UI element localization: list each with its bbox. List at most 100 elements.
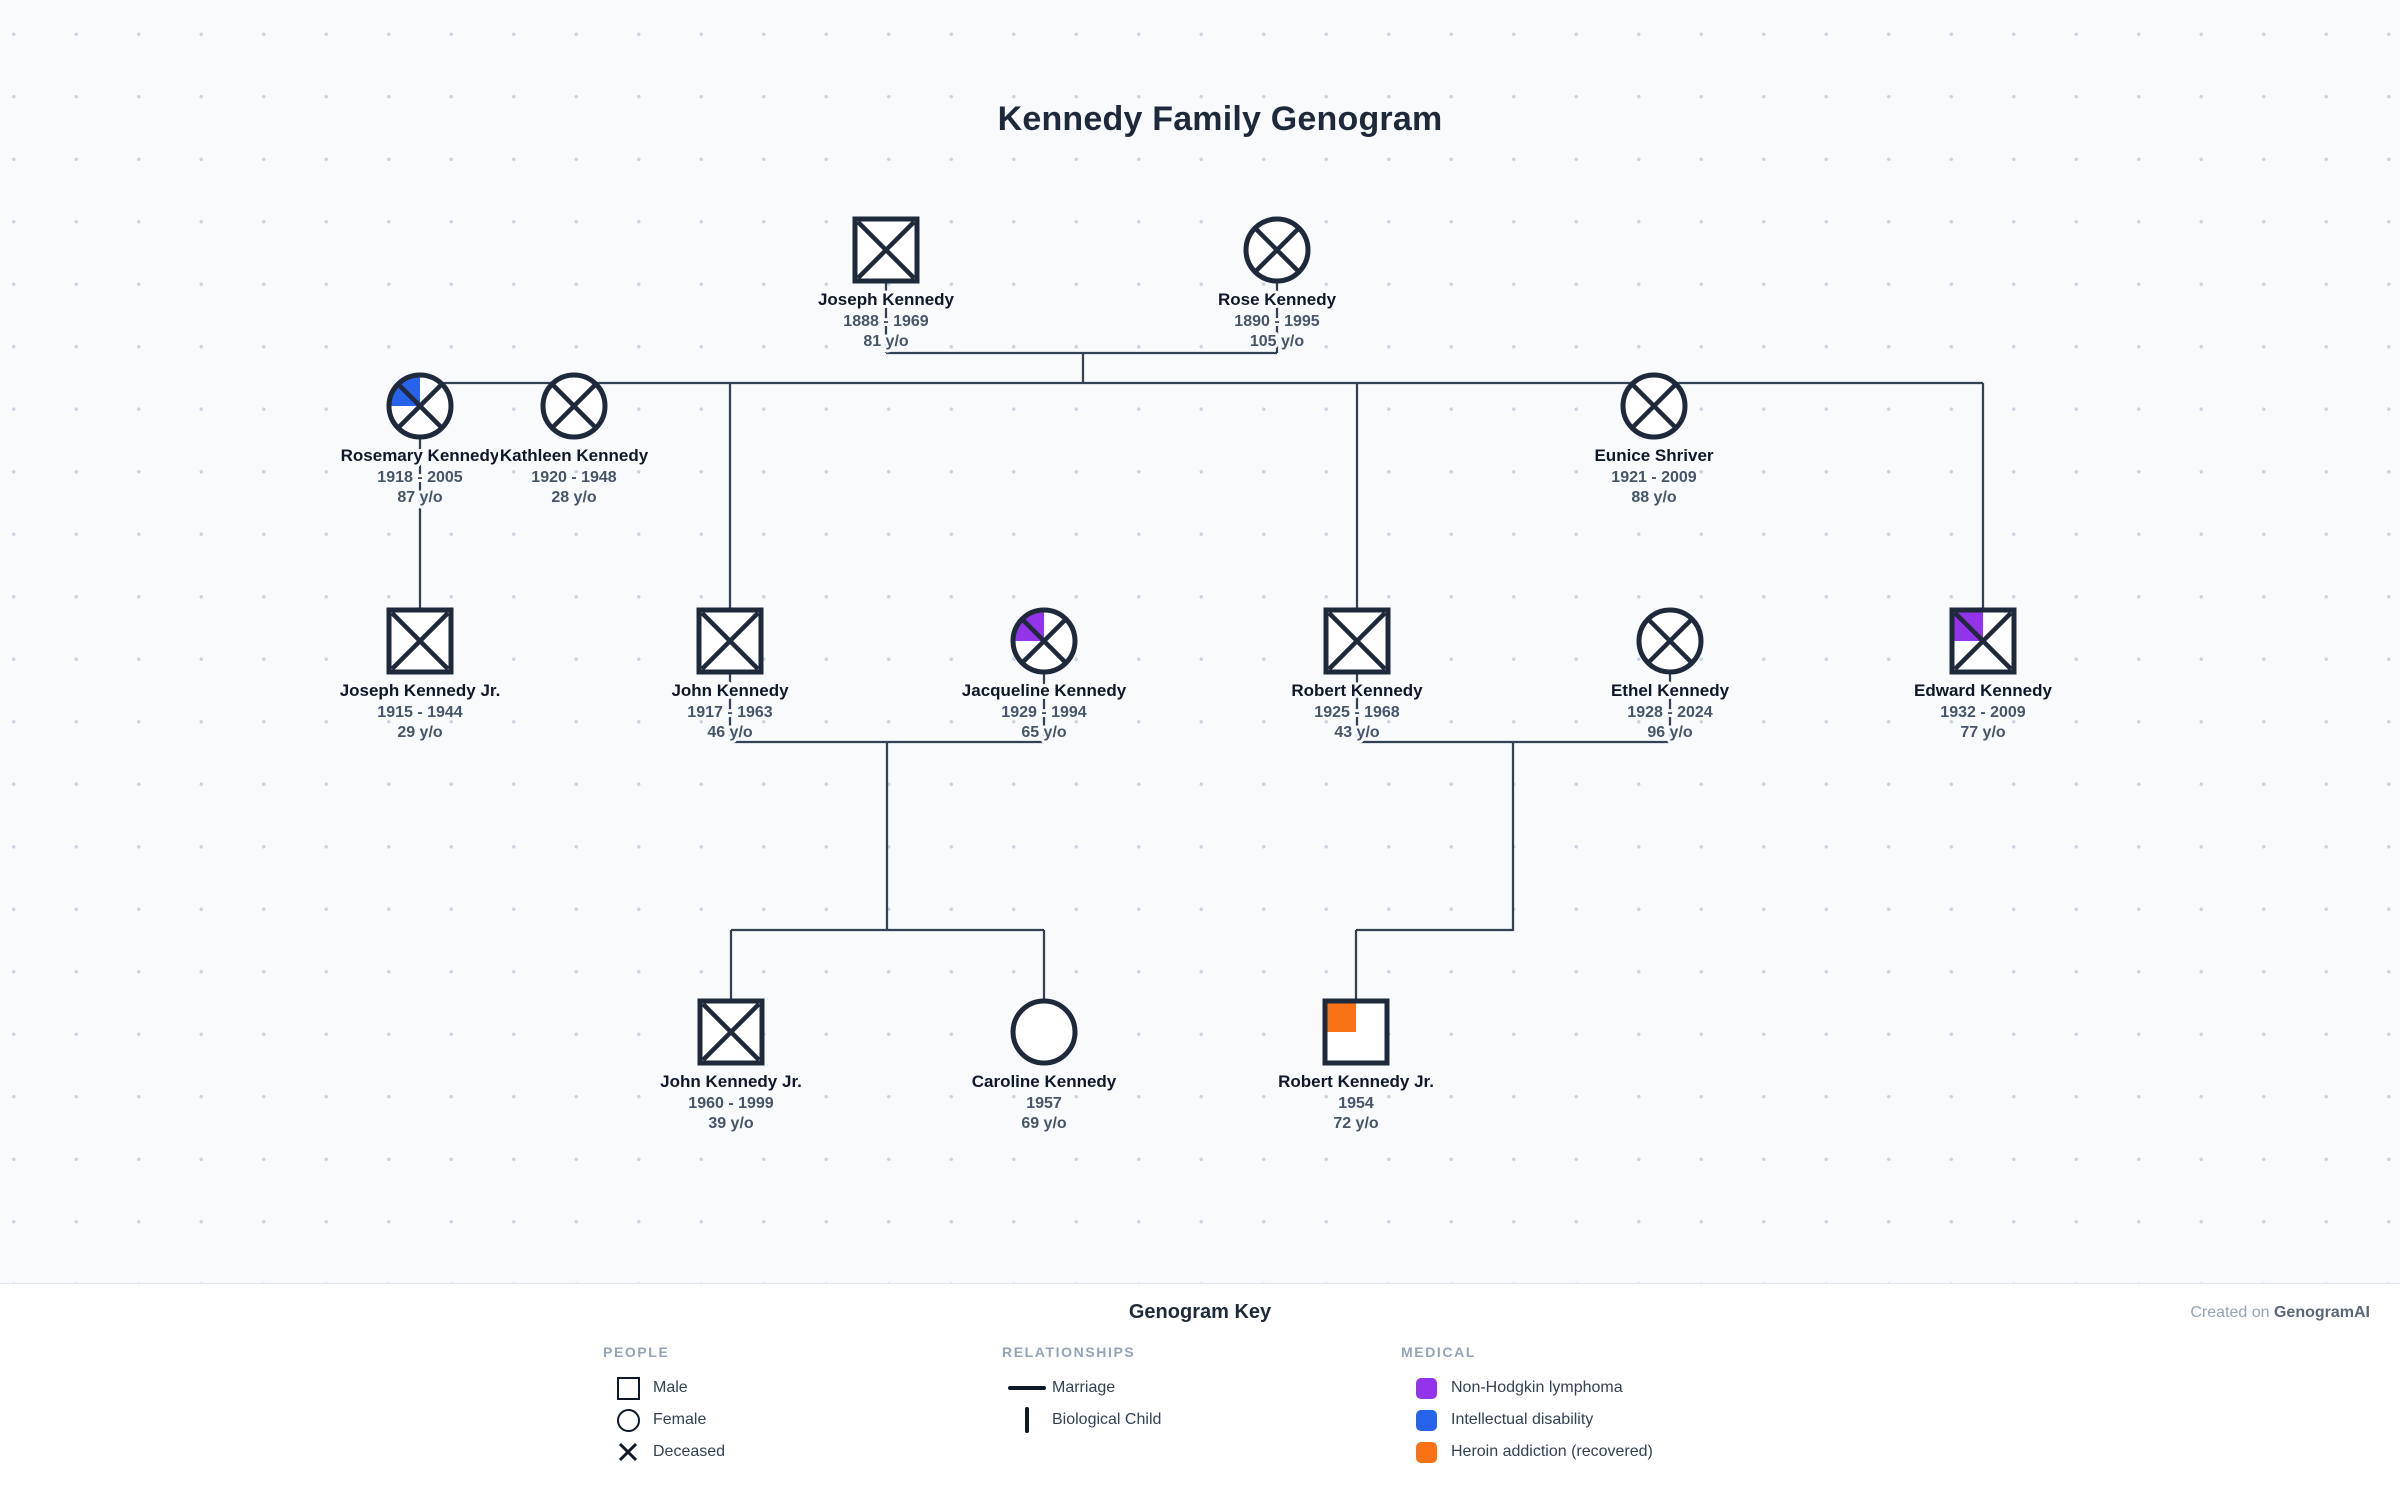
key-section-header: RELATIONSHIPS (1002, 1344, 1136, 1360)
deceased-x-icon (603, 1441, 653, 1463)
key-item-label: Heroin addiction (recovered) (1451, 1443, 1653, 1460)
female-outline (1010, 998, 1078, 1066)
deceased-x-icon (550, 382, 598, 430)
legend-footer: Genogram Key Created on GenogramAI PEOPL… (0, 1283, 2400, 1500)
person-age: 88 y/o (1631, 489, 1677, 506)
person-name: Rosemary Kennedy (341, 446, 500, 465)
key-item-label: Non-Hodgkin lymphoma (1451, 1379, 1623, 1396)
person-age: 65 y/o (1021, 724, 1067, 741)
male-outline (1949, 607, 2017, 675)
female-outline (1010, 607, 1078, 675)
female-outline (386, 372, 454, 440)
key-item-label: Intellectual disability (1451, 1411, 1594, 1428)
diagram-title: Kennedy Family Genogram (997, 100, 1443, 138)
deceased-x-icon (700, 611, 760, 671)
person-name: Rose Kennedy (1218, 290, 1337, 309)
female-outline (1243, 216, 1311, 284)
person-name: Robert Kennedy Jr. (1278, 1072, 1434, 1091)
person-name: Edward Kennedy (1914, 681, 2052, 700)
person-age: 39 y/o (708, 1115, 754, 1132)
key-item-label: Marriage (1052, 1379, 1116, 1396)
person-node-caroline-kennedy[interactable]: Caroline Kennedy 1957 69 y/o (969, 998, 1120, 1135)
deceased-x-icon (396, 382, 444, 430)
key-item-biological-child: Biological Child (1002, 1404, 1161, 1436)
person-name: Caroline Kennedy (972, 1072, 1117, 1091)
person-age: 69 y/o (1021, 1115, 1067, 1132)
deceased-x-icon (390, 611, 450, 671)
male-outline (1322, 998, 1390, 1066)
person-dates: 1932 - 2009 (1940, 704, 2026, 721)
key-item-female: Female (603, 1404, 725, 1436)
male-outline (852, 216, 920, 284)
male-square-icon (603, 1376, 653, 1400)
person-age: 87 y/o (397, 489, 443, 506)
person-age: 81 y/o (863, 333, 909, 350)
condition-quadrant (1325, 1001, 1356, 1032)
deceased-x-icon (856, 220, 916, 280)
person-age: 46 y/o (707, 724, 753, 741)
deceased-x-icon (1630, 382, 1678, 430)
female-outline (1620, 372, 1688, 440)
person-node-edward-kennedy[interactable]: Edward Kennedy 1932 - 2009 77 y/o (1911, 607, 2056, 744)
male-outline (386, 607, 454, 675)
credit-prefix: Created on (2190, 1304, 2274, 1321)
relationship-lines (418, 281, 1985, 1002)
medical-swatch-icon (1401, 1409, 1451, 1431)
female-circle-icon (603, 1408, 653, 1432)
person-dates: 1960 - 1999 (688, 1095, 774, 1112)
person-dates: 1888 - 1969 (843, 313, 929, 330)
medical-swatch-icon (1401, 1441, 1451, 1463)
person-name: John Kennedy Jr. (660, 1072, 802, 1091)
person-name: Ethel Kennedy (1611, 681, 1730, 700)
person-dates: 1957 (1026, 1095, 1062, 1112)
person-dates: 1920 - 1948 (531, 469, 617, 486)
person-name: John Kennedy (671, 681, 789, 700)
person-dates: 1918 - 2005 (377, 469, 463, 486)
person-age: 77 y/o (1960, 724, 2006, 741)
person-dates: 1928 - 2024 (1627, 704, 1713, 721)
deceased-x-icon (1327, 611, 1387, 671)
person-node-john-kennedy[interactable]: John Kennedy 1917 - 1963 46 y/o (668, 607, 792, 744)
person-dates: 1921 - 2009 (1611, 469, 1697, 486)
credit-brand[interactable]: GenogramAI (2273, 1304, 2370, 1321)
person-age: 72 y/o (1333, 1115, 1379, 1132)
deceased-x-icon (1646, 617, 1694, 665)
key-item-label: Female (653, 1411, 707, 1428)
key-item-intellectual-disability: Intellectual disability (1401, 1404, 1653, 1436)
key-section-header: PEOPLE (603, 1344, 670, 1360)
person-dates: 1917 - 1963 (687, 704, 773, 721)
male-outline (697, 998, 765, 1066)
male-outline (696, 607, 764, 675)
key-item-non-hodgkin-lymphoma: Non-Hodgkin lymphoma (1401, 1372, 1653, 1404)
person-node-john-kennedy-jr[interactable]: John Kennedy Jr. 1960 - 1999 39 y/o (657, 998, 805, 1135)
person-age: 105 y/o (1250, 333, 1304, 350)
medical-swatch-icon (1401, 1377, 1451, 1399)
legend-title: Genogram Key (1128, 1301, 1272, 1323)
key-item-male: Male (603, 1372, 725, 1404)
key-item-marriage: Marriage (1002, 1372, 1161, 1404)
person-node-rosemary-kennedy[interactable]: Rosemary Kennedy 1918 - 2005 87 y/o (338, 372, 503, 509)
person-dates: 1925 - 1968 (1314, 704, 1400, 721)
key-item-heroin-addiction-recovered: Heroin addiction (recovered) (1401, 1436, 1653, 1468)
key-section-header: MEDICAL (1401, 1344, 1476, 1360)
biological-child-line-icon (1002, 1407, 1052, 1433)
key-item-label: Deceased (653, 1443, 726, 1460)
deceased-x-icon (1020, 617, 1068, 665)
deceased-x-icon (1253, 226, 1301, 274)
credit: Created on GenogramAI (2190, 1304, 2370, 1322)
female-shape (1013, 1001, 1075, 1063)
